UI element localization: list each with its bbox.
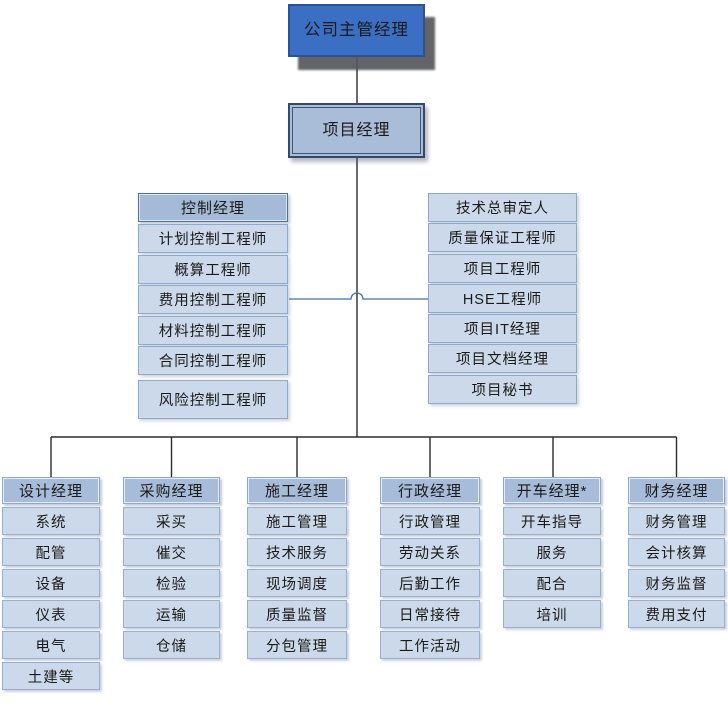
- node-project-manager: 项目经理: [288, 103, 425, 158]
- construction-dept-node: 质量监督: [247, 600, 347, 628]
- startup-dept-node: 培训: [503, 600, 601, 628]
- finance-dept-node: 财务管理: [628, 507, 725, 535]
- startup-dept-node: 服务: [503, 538, 601, 566]
- dept-header-procurement: 采购经理: [123, 477, 220, 504]
- design-dept-node: 配管: [2, 538, 100, 566]
- procurement-dept-node: 仓储: [123, 631, 220, 659]
- control-group: 控制经理 计划控制工程师概算工程师费用控制工程师材料控制工程师合同控制工程师风险…: [138, 193, 288, 420]
- staff-group-node: 项目工程师: [428, 253, 577, 283]
- admin-dept-node: 工作活动: [380, 631, 480, 659]
- control-group-node: 概算工程师: [138, 254, 288, 284]
- startup-dept-node: 配合: [503, 569, 601, 597]
- control-group-header: 控制经理: [138, 193, 288, 222]
- dept-column-finance: 财务经理 财务管理会计核算财务监督费用支付: [628, 477, 725, 631]
- staff-group-node: 项目IT经理: [428, 314, 577, 344]
- staff-group-node: 技术总审定人: [428, 193, 577, 222]
- construction-dept-node: 施工管理: [247, 507, 347, 535]
- procurement-dept-node: 采买: [123, 507, 220, 535]
- dept-column-design: 设计经理 系统配管设备仪表电气土建等: [2, 477, 100, 693]
- dept-column-procurement: 采购经理 采买催交检验运输仓储: [123, 477, 220, 662]
- control-group-node: 材料控制工程师: [138, 315, 288, 345]
- startup-dept-node: 开车指导: [503, 507, 601, 535]
- finance-dept-node: 费用支付: [628, 600, 725, 628]
- control-group-node: 计划控制工程师: [138, 224, 288, 253]
- staff-group-node: 项目秘书: [428, 374, 577, 404]
- construction-dept-node: 分包管理: [247, 631, 347, 659]
- admin-dept-node: 日常接待: [380, 600, 480, 628]
- procurement-dept-node: 运输: [123, 600, 220, 628]
- design-dept-node: 设备: [2, 569, 100, 597]
- finance-dept-node: 财务监督: [628, 569, 725, 597]
- finance-dept-node: 会计核算: [628, 538, 725, 566]
- dept-header-admin: 行政经理: [380, 477, 480, 504]
- design-dept-node: 电气: [2, 631, 100, 659]
- dept-header-design: 设计经理: [2, 477, 100, 504]
- control-group-node: 费用控制工程师: [138, 285, 288, 314]
- construction-dept-node: 现场调度: [247, 569, 347, 597]
- dept-column-construction: 施工经理 施工管理技术服务现场调度质量监督分包管理: [247, 477, 347, 662]
- dept-header-finance: 财务经理: [628, 477, 725, 504]
- dept-header-startup: 开车经理*: [503, 477, 601, 504]
- staff-group-node: 质量保证工程师: [428, 223, 577, 253]
- node-company-director-manager: 公司主管经理: [288, 4, 425, 57]
- admin-dept-node: 行政管理: [380, 507, 480, 535]
- dept-header-construction: 施工经理: [247, 477, 347, 504]
- staff-group-node: HSE工程师: [428, 283, 577, 313]
- admin-dept-node: 劳动关系: [380, 538, 480, 566]
- connector-control-to-staff-hop: [289, 292, 428, 300]
- construction-dept-node: 技术服务: [247, 538, 347, 566]
- dept-column-admin: 行政经理 行政管理劳动关系后勤工作日常接待工作活动: [380, 477, 480, 662]
- admin-dept-node: 后勤工作: [380, 569, 480, 597]
- design-dept-node: 土建等: [2, 662, 100, 690]
- procurement-dept-node: 检验: [123, 569, 220, 597]
- control-group-node: 合同控制工程师: [138, 346, 288, 375]
- control-group-node: 风险控制工程师: [138, 379, 288, 419]
- staff-group-node: 项目文档经理: [428, 344, 577, 374]
- dept-column-startup: 开车经理* 开车指导服务配合培训: [503, 477, 601, 631]
- design-dept-node: 系统: [2, 507, 100, 535]
- procurement-dept-node: 催交: [123, 538, 220, 566]
- design-dept-node: 仪表: [2, 600, 100, 628]
